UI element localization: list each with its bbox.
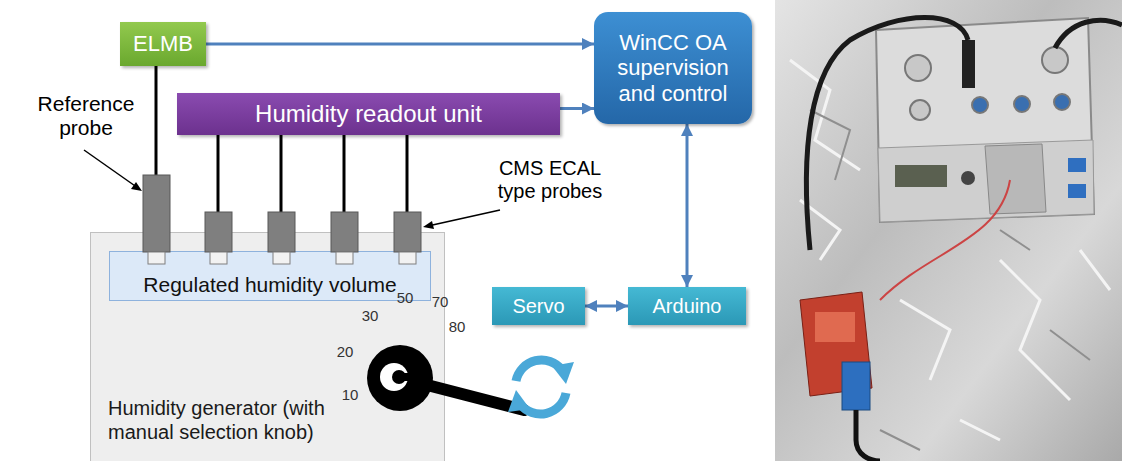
probe-tip xyxy=(273,252,290,264)
reference-probe-photo xyxy=(962,40,975,88)
elmb-box: ELMB xyxy=(120,22,206,66)
scale-number: 70 xyxy=(425,293,455,310)
callout-label: Reference probe xyxy=(30,92,142,140)
scale-number-holder: 10 xyxy=(335,386,365,403)
foil-background xyxy=(775,0,1122,461)
probe-tip xyxy=(148,252,165,264)
ecal-probe xyxy=(394,212,421,252)
probe-tip xyxy=(210,252,227,264)
port xyxy=(1054,94,1070,110)
scale-number: 30 xyxy=(355,307,385,324)
connector-arrow xyxy=(206,43,594,46)
button xyxy=(1068,158,1086,172)
node-text: ELMB xyxy=(133,31,193,57)
node-text: WinCC OA supervision and control xyxy=(604,30,742,106)
node-text: Servo xyxy=(512,295,564,318)
leader-line xyxy=(428,210,500,226)
wire xyxy=(880,180,1010,300)
leader-arrowhead xyxy=(131,182,142,191)
scale-number-holder: 80 xyxy=(442,318,472,335)
node-text: Humidity generator (with manual selectio… xyxy=(108,396,358,444)
servo-box: Servo xyxy=(492,287,585,325)
scale-number-holder: 30 xyxy=(355,307,385,324)
scale-number-holder: 20 xyxy=(330,343,360,360)
callout-label-holder: Reference probe xyxy=(30,92,142,140)
rotation-arrow xyxy=(516,360,562,381)
selection-knob xyxy=(367,345,433,411)
probe-cable xyxy=(217,135,220,212)
scale-number: 20 xyxy=(330,343,360,360)
usb-board-photo xyxy=(842,362,870,410)
rotation-arrowhead xyxy=(552,362,574,384)
rotation-arrowhead xyxy=(508,390,530,412)
ecal-probe xyxy=(268,212,295,252)
generator-housing xyxy=(876,18,1094,222)
port xyxy=(905,55,931,81)
rotation-arrow xyxy=(520,393,566,414)
arduino-box: Arduino xyxy=(628,287,746,325)
callout-label: CMS ECAL type probes xyxy=(494,157,606,203)
port xyxy=(972,97,988,113)
usb-cable xyxy=(856,410,880,461)
reference-probe xyxy=(143,175,170,252)
probe-tip xyxy=(399,252,416,264)
board-chip xyxy=(815,312,855,342)
metal-plate xyxy=(985,144,1046,214)
node-text: Arduino xyxy=(653,295,722,318)
scale-number-holder: 70 xyxy=(425,293,455,310)
scale-number: 80 xyxy=(442,318,472,335)
connector-arrow xyxy=(686,124,689,287)
ecal-probe xyxy=(205,212,232,252)
port xyxy=(910,100,930,120)
button xyxy=(1068,184,1086,198)
scale-number-holder: 50 xyxy=(390,289,420,306)
port xyxy=(1014,96,1030,112)
probe-cable xyxy=(280,135,283,212)
probe-cable xyxy=(406,135,409,212)
leader-arrowhead xyxy=(423,221,434,229)
callout-label-holder: CMS ECAL type probes xyxy=(494,157,606,203)
reference-cable xyxy=(155,66,158,175)
readout-box: Humidity readout unit xyxy=(177,93,560,135)
ecal-probe xyxy=(331,212,358,252)
generator-front xyxy=(878,140,1094,222)
scale-number: 50 xyxy=(390,289,420,306)
lcd-display xyxy=(895,165,947,187)
port xyxy=(1042,47,1068,73)
supervision-box: WinCC OA supervision and control xyxy=(594,12,752,124)
connector-arrow xyxy=(560,107,594,110)
probe-cable xyxy=(343,135,346,212)
control-knob xyxy=(961,171,975,185)
connector-arrow xyxy=(585,305,628,308)
leader-line xyxy=(84,150,138,188)
cable xyxy=(806,18,968,251)
knob-mark xyxy=(399,373,411,381)
node-text: Humidity readout unit xyxy=(255,100,482,128)
cable xyxy=(1055,20,1122,48)
scale-number: 10 xyxy=(335,386,365,403)
node-text: Regulated humidity volume xyxy=(143,273,396,297)
probe-tip xyxy=(336,252,353,264)
